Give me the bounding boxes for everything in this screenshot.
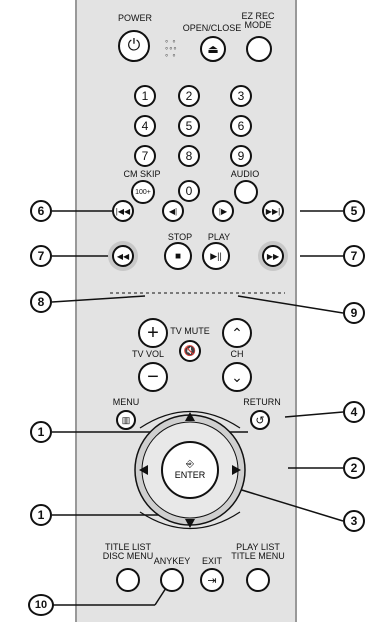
stop-icon: ■ (174, 250, 182, 262)
play-list-title-menu-label: PLAY LIST TITLE MENU (223, 543, 293, 561)
anykey-label: ANYKEY (153, 556, 191, 566)
tv-vol-down-button[interactable]: − (138, 362, 168, 392)
number-key-9[interactable]: 9 (230, 145, 252, 167)
exit-button[interactable]: ⇥ (200, 568, 224, 592)
enter-label: ENTER (174, 470, 206, 480)
arrow-left-button[interactable] (138, 452, 156, 488)
arrow-right-button[interactable] (224, 452, 242, 488)
audio-button[interactable] (234, 180, 258, 204)
tv-mute-button[interactable]: 🔇 (179, 340, 201, 362)
play-list-title-menu-button[interactable] (246, 568, 270, 592)
power-button[interactable]: ⏻ (118, 30, 150, 62)
channel-up-button[interactable]: ⌃ (222, 318, 252, 348)
menu-icon: ▥ (121, 414, 131, 425)
skip-back-icon: |◀◀ (115, 206, 131, 216)
power-icon: ⏻ (127, 37, 141, 54)
ch-label: CH (230, 349, 244, 359)
callout-2: 2 (343, 457, 365, 479)
tv-vol-up-button[interactable]: + (138, 318, 168, 348)
audio-label: AUDIO (230, 169, 260, 179)
mute-icon: 🔇 (183, 345, 197, 357)
number-key-5[interactable]: 5 (178, 115, 200, 137)
up-chevron-icon: ⌃ (231, 324, 243, 341)
return-label: RETURN (243, 397, 281, 407)
arrow-up-button[interactable] (170, 412, 210, 430)
cm-skip-button[interactable]: 100+ (131, 180, 155, 204)
step-back-button[interactable]: ◀| (162, 200, 184, 222)
title-list-disc-menu-label: TITLE LIST DISC MENU (93, 543, 163, 561)
ez-rec-mode-button[interactable] (246, 36, 272, 62)
fast-forward-icon: ▶▶ (266, 251, 280, 261)
menu-label: MENU (112, 397, 140, 407)
enter-button[interactable]: ⎆ ENTER (162, 442, 218, 498)
title-list-disc-menu-text: TITLE LIST DISC MENU (102, 542, 154, 561)
eject-icon: ⏏ (207, 42, 219, 56)
step-back-icon: ◀| (168, 206, 178, 216)
title-list-disc-menu-button[interactable] (116, 568, 140, 592)
exit-icon: ⇥ (207, 574, 217, 587)
callout-4: 4 (343, 401, 365, 423)
callout-8: 8 (30, 291, 52, 313)
stop-button[interactable]: ■ (164, 242, 192, 270)
number-key-2[interactable]: 2 (178, 85, 200, 107)
number-key-8[interactable]: 8 (178, 145, 200, 167)
number-key-1[interactable]: 1 (134, 85, 156, 107)
fast-forward-button[interactable]: ▶▶ (262, 245, 284, 267)
number-key-4[interactable]: 4 (134, 115, 156, 137)
number-key-6[interactable]: 6 (230, 115, 252, 137)
callout-7-right: 7 (343, 245, 365, 267)
callout-1-bottom: 1 (30, 504, 52, 526)
callout-10: 10 (28, 594, 54, 616)
play-pause-icon: ▶|| (210, 250, 222, 261)
open-close-button[interactable]: ⏏ (200, 36, 226, 62)
rewind-icon: ◀◀ (116, 251, 130, 261)
play-label: PLAY (207, 232, 231, 242)
callout-3: 3 (343, 510, 365, 532)
callout-1-top: 1 (30, 421, 52, 443)
speaker-dots: ° °°°°° ° (165, 39, 178, 62)
stop-label: STOP (167, 232, 193, 242)
skip-forward-icon: ▶▶| (265, 206, 281, 216)
minus-icon: − (147, 365, 159, 388)
exit-label: EXIT (201, 556, 223, 566)
callout-6: 6 (30, 200, 52, 222)
plus-icon: + (147, 321, 159, 344)
ez-rec-mode-text: EZ REC MODE (241, 11, 275, 30)
arrow-down-button[interactable] (170, 510, 210, 528)
skip-forward-button[interactable]: ▶▶| (262, 200, 284, 222)
step-forward-icon: |▶ (218, 206, 228, 216)
tv-mute-label: TV MUTE (170, 326, 210, 336)
menu-button[interactable]: ▥ (116, 410, 136, 430)
return-icon: ↺ (255, 414, 265, 427)
anykey-button[interactable] (160, 568, 184, 592)
number-key-3[interactable]: 3 (230, 85, 252, 107)
number-key-7[interactable]: 7 (134, 145, 156, 167)
step-forward-button[interactable]: |▶ (212, 200, 234, 222)
play-pause-button[interactable]: ▶|| (202, 242, 230, 270)
tv-vol-label: TV VOL (131, 349, 165, 359)
callout-7-left: 7 (30, 245, 52, 267)
number-key-0[interactable]: 0 (178, 180, 200, 202)
cm-skip-label: CM SKIP (123, 169, 161, 179)
power-label: POWER (117, 13, 153, 23)
return-button[interactable]: ↺ (250, 410, 270, 430)
channel-down-button[interactable]: ⌄ (222, 362, 252, 392)
ez-rec-mode-label: EZ REC MODE (223, 12, 293, 30)
play-list-title-menu-text: PLAY LIST TITLE MENU (231, 542, 285, 561)
callout-5: 5 (343, 200, 365, 222)
down-chevron-icon: ⌄ (231, 368, 243, 385)
enter-icon: ⎆ (186, 459, 194, 470)
open-close-label: OPEN/CLOSE (182, 23, 242, 33)
skip-back-button[interactable]: |◀◀ (112, 200, 134, 222)
callout-9: 9 (343, 302, 365, 324)
rewind-button[interactable]: ◀◀ (112, 245, 134, 267)
